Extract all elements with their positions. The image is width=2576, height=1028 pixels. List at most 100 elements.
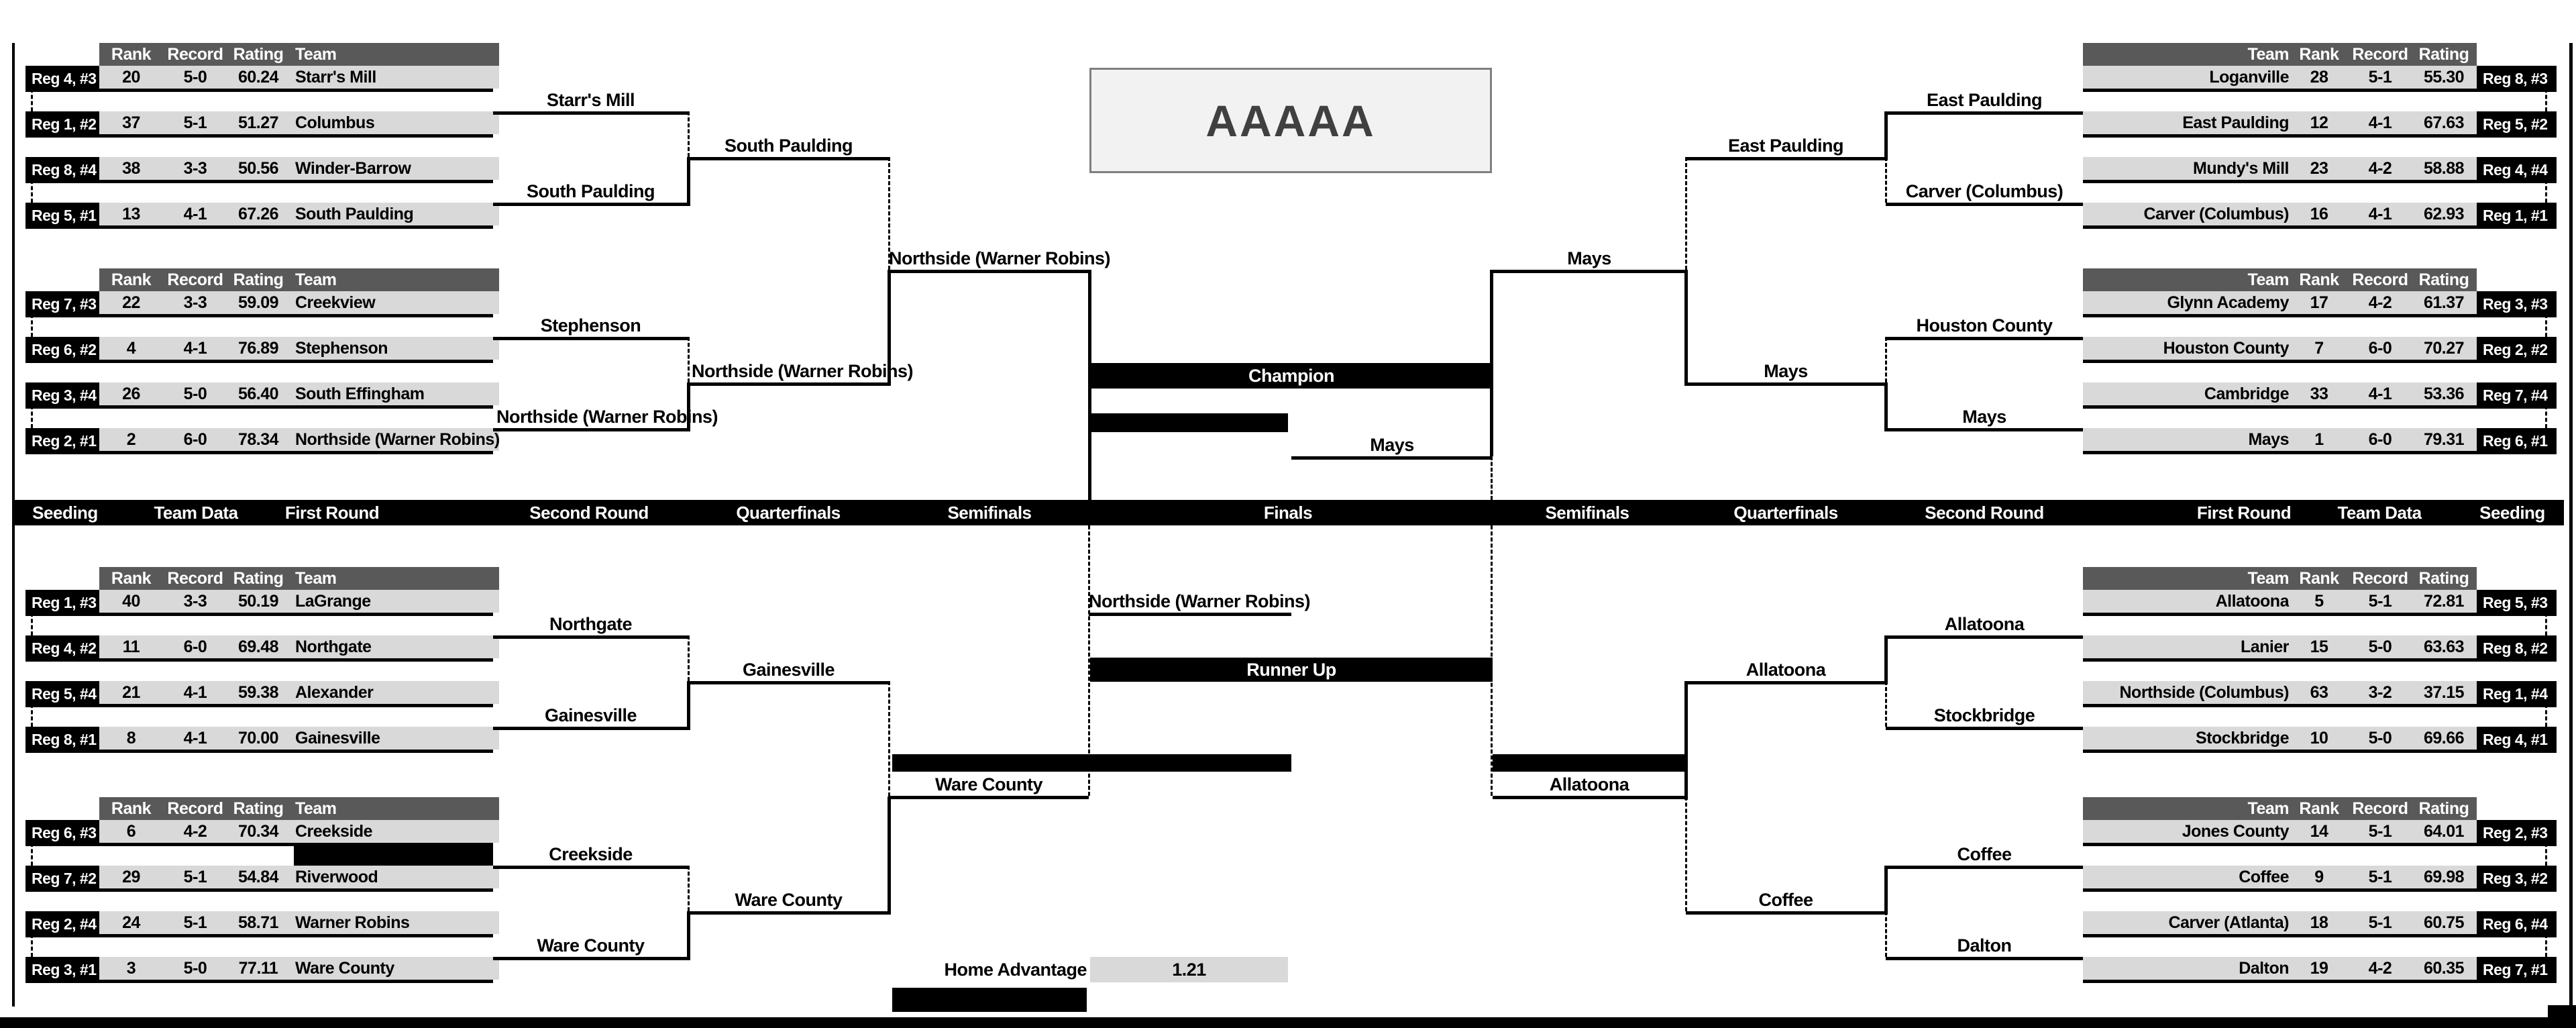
col-header-team: Team <box>2083 268 2295 291</box>
team-row-border <box>2083 980 2551 983</box>
team-record: 5-1 <box>2349 866 2411 888</box>
col-header-record: Record <box>163 797 227 820</box>
quarterfinal-winner-label: Gainesville <box>742 660 835 680</box>
team-rank: 15 <box>2289 635 2349 658</box>
team-rating: 67.26 <box>227 203 289 225</box>
team-row-border <box>25 980 493 983</box>
bracket-pair-dashed-stub <box>31 613 33 635</box>
bracket-pair-dashed-stub <box>31 89 33 111</box>
team-record: 4-1 <box>163 681 227 704</box>
team-name: Alexander <box>289 681 499 704</box>
col-header-team: Team <box>289 567 499 590</box>
col-header-rating: Rating <box>2411 797 2477 820</box>
team-rank: 7 <box>2289 337 2349 360</box>
col-header-record: Record <box>2349 797 2411 820</box>
col-header-rank: Rank <box>99 797 163 820</box>
col-header-rating: Rating <box>227 797 289 820</box>
team-name: Gainesville <box>289 727 499 750</box>
team-name: Allatoona <box>2083 590 2295 613</box>
team-record: 4-1 <box>163 337 227 360</box>
col-header-record: Record <box>163 43 227 66</box>
team-rating: 61.37 <box>2411 291 2477 314</box>
first-round-redacted-cell <box>294 843 493 866</box>
second-round-winner-label: South Paulding <box>527 181 655 201</box>
classification-title-box: AAAAA <box>1089 68 1492 173</box>
team-row-border <box>2083 613 2551 616</box>
team-rating: 58.71 <box>227 911 289 934</box>
bracket-pair-dashed-stub <box>2545 843 2547 866</box>
team-rank: 1 <box>2289 428 2349 451</box>
team-rating: 59.38 <box>227 681 289 704</box>
seed-label: Reg 2, #3 <box>2477 820 2557 846</box>
team-row-border <box>2083 750 2551 753</box>
seed-label: Reg 8, #4 <box>25 157 105 183</box>
round-label-team-data: Team Data <box>2337 503 2422 523</box>
round-label-first-round: First Round <box>2196 503 2292 523</box>
team-name: Glynn Academy <box>2083 291 2295 314</box>
team-name: Creekside <box>289 820 499 843</box>
team-record: 4-2 <box>2349 157 2411 180</box>
team-name: South Effingham <box>289 382 499 405</box>
bracket-vertical-solid <box>1884 111 1888 160</box>
team-record: 3-3 <box>163 590 227 613</box>
team-record: 4-2 <box>2349 957 2411 980</box>
bracket-pair-dashed-stub <box>2545 89 2547 111</box>
quarterfinal-line <box>1686 681 1886 684</box>
quarterfinal-winner-label: Coffee <box>1758 890 1813 910</box>
quarterfinal-line <box>688 157 889 160</box>
second-round-winner-label: Houston County <box>1916 315 2053 336</box>
team-rating: 54.84 <box>227 866 289 888</box>
seed-label: Reg 1, #1 <box>2477 203 2557 229</box>
runner-up-label: Runner Up <box>1246 659 1336 680</box>
second-round-line <box>1886 866 2083 869</box>
page-border-right <box>2569 43 2573 1007</box>
team-name: Winder-Barrow <box>289 157 499 180</box>
team-rank: 28 <box>2289 66 2349 89</box>
team-name: East Paulding <box>2083 111 2295 134</box>
col-header-team: Team <box>289 268 499 291</box>
quarterfinal-line <box>1686 157 1886 160</box>
second-round-line <box>493 428 688 431</box>
seed-label: Reg 4, #1 <box>2477 727 2557 753</box>
runner-up-bar: Runner Up <box>1090 658 1493 682</box>
team-row-border <box>25 888 493 892</box>
team-row-border <box>25 89 493 92</box>
team-name: Starr's Mill <box>289 66 499 89</box>
team-rating: 69.48 <box>227 635 289 658</box>
finalist-left-label: Northside (Warner Robins) <box>1089 591 1311 611</box>
seed-label: Reg 6, #3 <box>25 820 105 846</box>
team-record: 5-1 <box>2349 66 2411 89</box>
seed-label: Reg 8, #1 <box>25 727 105 753</box>
col-header-record: Record <box>163 268 227 291</box>
team-record: 4-1 <box>163 727 227 750</box>
team-rank: 20 <box>99 66 163 89</box>
team-rank: 19 <box>2289 957 2349 980</box>
seed-label: Reg 2, #4 <box>25 911 105 937</box>
finalist-right-line <box>1291 456 1493 460</box>
team-name: South Paulding <box>289 203 499 225</box>
team-rank: 6 <box>99 820 163 843</box>
connector-right-final-dashed-lower <box>1491 525 1493 796</box>
col-header-rank: Rank <box>2289 268 2349 291</box>
team-row-border <box>25 314 493 317</box>
round-label-second-round: Second Round <box>1925 503 2044 523</box>
team-rating: 64.01 <box>2411 820 2477 843</box>
semifinal-left-bottom-line <box>889 796 1089 799</box>
team-name: Ware County <box>289 957 499 980</box>
team-rating: 51.27 <box>227 111 289 134</box>
team-row-border <box>2083 225 2551 229</box>
bracket-vertical-dashed <box>688 337 690 382</box>
team-rating: 53.36 <box>2411 382 2477 405</box>
team-name: Creekview <box>289 291 499 314</box>
seed-label: Reg 7, #1 <box>2477 957 2557 983</box>
home-advantage-redacted-bar <box>892 988 1087 1012</box>
team-rating: 60.24 <box>227 66 289 89</box>
bracket-pair-dashed-stub <box>31 843 33 866</box>
second-round-line <box>1886 727 2083 730</box>
team-rank: 22 <box>99 291 163 314</box>
team-rank: 23 <box>2289 157 2349 180</box>
team-name: Stephenson <box>289 337 499 360</box>
col-header-team: Team <box>2083 797 2295 820</box>
classification-title: AAAAA <box>1205 95 1376 146</box>
team-row-border <box>2083 888 2551 892</box>
